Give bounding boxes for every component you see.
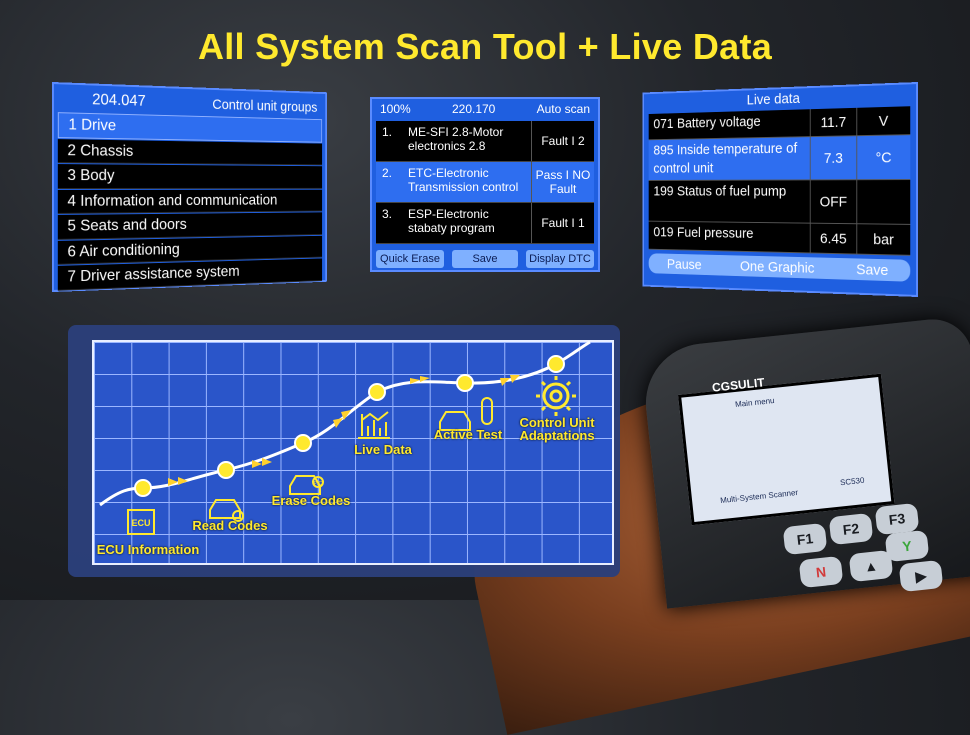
scan-table: 1. ME-SFI 2.8-Motor electronics 2.8 Faul… (376, 121, 594, 244)
arrow-marker (510, 375, 520, 383)
milestone-dot (134, 479, 152, 497)
f2-key[interactable]: F2 (828, 512, 874, 546)
arrow-marker (420, 376, 430, 382)
scan-row[interactable]: 2. ETC-Electronic Transmission control P… (376, 162, 594, 203)
quick-erase-button[interactable]: Quick Erase (376, 250, 444, 268)
arrow-marker (500, 378, 510, 386)
scan-row-status: Fault I 1 (541, 216, 585, 230)
ecu-chip-icon (127, 509, 155, 535)
feature-label-erase-codes: Erase Codes (271, 493, 351, 508)
read-codes-car-icon (209, 499, 244, 522)
milestone-dot (368, 383, 386, 401)
scan-title: Auto scan (536, 102, 590, 116)
feature-label-read-codes: Read Codes (192, 518, 268, 533)
scan-header: 100% 220.170 Auto scan (372, 99, 598, 121)
scan-code: 220.170 (451, 102, 496, 116)
scan-row-number: 2. (382, 166, 393, 180)
scan-row-status: Pass I NO Fault (535, 168, 591, 196)
save-button[interactable]: Save (452, 250, 518, 268)
feature-label-ecu-information: ECU Information (96, 542, 200, 557)
feature-grid (92, 340, 614, 565)
milestone-dot (547, 355, 565, 373)
arrow-markers (168, 375, 520, 486)
scan-row-name: ETC-Electronic Transmission control (404, 162, 532, 202)
erase-codes-car-icon (289, 475, 324, 495)
live-data-bars-icon (358, 411, 390, 439)
feature-curve: ECU P/C (99, 340, 591, 535)
feature-label-control-unit-adaptations: Control Unit Adaptations (519, 415, 595, 443)
scan-row[interactable]: 1. ME-SFI 2.8-Motor electronics 2.8 Faul… (376, 121, 594, 162)
scan-row-name: ME-SFI 2.8-Motor electronics 2.8 (404, 121, 532, 161)
headline: All System Scan Tool + Live Data (197, 26, 773, 67)
erase-codes-icon-text: P/C (314, 481, 323, 487)
control-gear-icon (536, 376, 576, 416)
milestone-dot (294, 434, 312, 452)
display-dtc-button[interactable]: Display DTC (526, 250, 594, 268)
scan-row-number: 1. (382, 125, 393, 139)
scan-row-name: ESP-Electronic stabaty program (404, 203, 532, 243)
yes-key[interactable]: Y (884, 529, 930, 563)
right-arrow-key[interactable]: ▶ (898, 559, 944, 593)
arrow-marker (262, 458, 272, 466)
arrow-marker (341, 410, 351, 420)
scanner-screen (678, 373, 895, 526)
ecu-chip-text: ECU (131, 518, 150, 528)
arrow-marker (333, 418, 343, 428)
scan-row-status: Fault I 2 (541, 134, 585, 148)
milestone-dot (456, 374, 474, 392)
arrow-marker (410, 378, 420, 384)
scan-row-number: 3. (382, 207, 393, 221)
arrow-marker (178, 477, 188, 485)
scan-percent: 100% (380, 102, 411, 116)
f1-key[interactable]: F1 (782, 522, 828, 556)
milestones (134, 355, 565, 497)
scan-buttons: Quick Erase Save Display DTC (372, 244, 598, 274)
no-key[interactable]: N (798, 555, 844, 589)
feature-label-live-data: Live Data (354, 442, 412, 457)
scan-row[interactable]: 3. ESP-Electronic stabaty program Fault … (376, 203, 594, 244)
active-test-car-icon (439, 397, 493, 431)
auto-scan-panel: 100% 220.170 Auto scan 1. ME-SFI 2.8-Mot… (370, 97, 600, 272)
up-arrow-key[interactable]: ▲ (848, 549, 894, 583)
arrow-marker (168, 478, 178, 486)
arrow-marker (252, 460, 262, 468)
milestone-dot (217, 461, 235, 479)
feature-label-active-test: Active Test (433, 427, 503, 442)
